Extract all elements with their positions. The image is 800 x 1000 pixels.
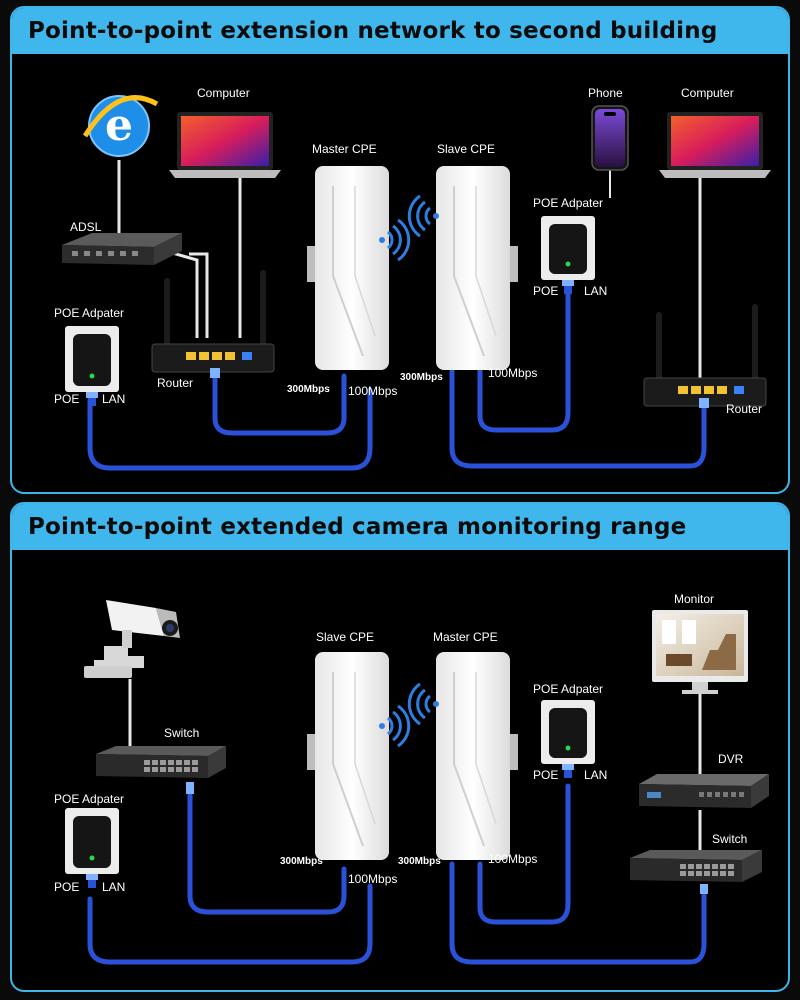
label-slave-cpe: Slave CPE	[437, 142, 496, 156]
wifi-signal-icon-slave	[407, 194, 439, 238]
panel1-title: Point-to-point extension network to seco…	[12, 8, 788, 54]
rj45-plugs	[210, 368, 709, 408]
label-master-cpe: Master CPE	[312, 142, 377, 156]
laptop-icon-right	[659, 112, 771, 178]
label-computer-right: Computer	[681, 86, 734, 100]
laptop-icon-left	[169, 112, 281, 178]
label-monitor: Monitor	[674, 592, 715, 606]
label-speed-300-left: 300Mbps	[287, 384, 330, 395]
label-speed-300-right-2: 300Mbps	[398, 856, 441, 867]
label-lan-right: LAN	[584, 284, 608, 298]
label-poe-left-2: POE	[54, 880, 80, 894]
label-poe-right-2: POE	[533, 768, 559, 782]
label-slave-cpe-2: Slave CPE	[316, 630, 375, 644]
label-adsl: ADSL	[70, 220, 102, 234]
cpe-antenna-icon-master	[307, 166, 389, 370]
white-cables-2	[128, 679, 702, 854]
label-router-right: Router	[726, 402, 763, 416]
label-phone: Phone	[588, 86, 623, 100]
label-poe-adapter-left-2: POE Adpater	[54, 792, 125, 806]
wifi-signal-icon-master-2	[407, 682, 439, 726]
label-computer-left: Computer	[197, 86, 250, 100]
poe-adapter-icon-right	[541, 216, 595, 294]
network-switch-icon-right	[630, 850, 762, 894]
label-speed-100-right-2: 100Mbps	[488, 852, 538, 866]
label-speed-300-right: 300Mbps	[400, 372, 443, 383]
label-poe-adapter-right: POE Adpater	[533, 196, 604, 210]
cpe-antenna-icon-master-2	[436, 652, 518, 860]
monitor-icon	[652, 610, 748, 694]
label-poe-left: POE	[54, 392, 80, 406]
label-router-left: Router	[157, 376, 194, 390]
panel-camera-monitoring: Point-to-point extended camera monitorin…	[10, 502, 790, 992]
label-lan-left-2: LAN	[102, 880, 126, 894]
label-switch-right: Switch	[712, 832, 748, 846]
adsl-modem-icon	[62, 233, 182, 265]
network-switch-icon-left	[96, 746, 226, 794]
label-switch-left: Switch	[164, 726, 200, 740]
poe-adapter-icon-right-2	[541, 700, 595, 778]
panel2-title: Point-to-point extended camera monitorin…	[12, 504, 788, 550]
poe-adapter-icon-left-2	[65, 808, 119, 888]
internet-explorer-icon: e	[82, 95, 159, 157]
cpe-antenna-icon-slave	[436, 166, 518, 370]
label-lan-left: LAN	[102, 392, 126, 406]
wifi-signal-icon-slave-2	[379, 704, 411, 748]
cctv-camera-icon	[84, 600, 180, 678]
blue-cables	[87, 285, 707, 471]
label-speed-100-right: 100Mbps	[488, 366, 538, 380]
router-icon-left	[151, 270, 275, 373]
label-dvr: DVR	[718, 752, 744, 766]
phone-icon	[591, 105, 629, 171]
label-speed-300-left-2: 300Mbps	[280, 856, 323, 867]
poe-adapter-icon-left	[65, 326, 119, 406]
label-speed-100-left: 100Mbps	[348, 384, 398, 398]
label-poe-adapter-right-2: POE Adpater	[533, 682, 604, 696]
svg-text:e: e	[105, 100, 133, 151]
dvr-icon	[639, 774, 769, 808]
panel1-diagram: e	[62, 95, 771, 471]
cpe-antenna-icon-slave-2	[307, 652, 389, 860]
label-poe-adapter-left: POE Adpater	[54, 306, 125, 320]
label-speed-100-left-2: 100Mbps	[348, 872, 398, 886]
wifi-signal-icon-master	[379, 218, 411, 262]
label-lan-right-2: LAN	[584, 768, 608, 782]
panel2-diagram	[65, 600, 769, 965]
label-master-cpe-2: Master CPE	[433, 630, 498, 644]
blue-cables-2	[87, 783, 707, 965]
label-poe-right: POE	[533, 284, 559, 298]
router-icon-right	[643, 304, 767, 407]
panel-building-extension: e	[10, 6, 790, 494]
